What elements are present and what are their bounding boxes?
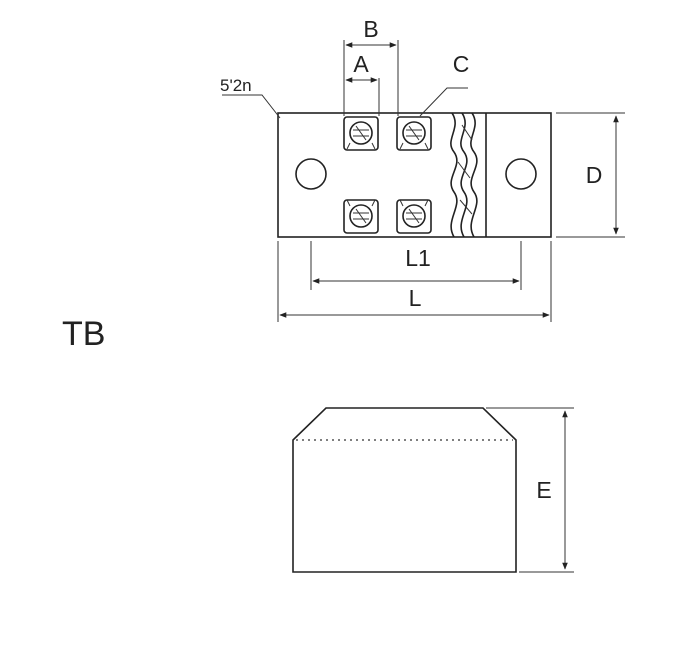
callout-label: 5'2n — [220, 76, 252, 95]
block-outline — [277, 112, 552, 238]
side-view-outline — [292, 407, 517, 573]
break-symbol — [450, 112, 487, 238]
terminal-screw — [343, 116, 379, 151]
mounting-hole-left — [295, 158, 327, 190]
callout-leader — [222, 94, 281, 119]
dimension-c-leader — [419, 87, 468, 117]
dimension-l1-label: L1 — [405, 245, 431, 271]
model-label: TB — [62, 315, 105, 353]
side-view: E — [292, 407, 574, 573]
dimension-a-label: A — [353, 51, 369, 77]
dimension-d-label: D — [586, 162, 603, 188]
terminal-screw — [343, 199, 379, 234]
mounting-hole-right — [505, 158, 537, 190]
terminal-screw — [396, 199, 432, 234]
top-view: A B C 5'2n D L1 L — [220, 16, 625, 322]
dimension-c-label: C — [453, 51, 470, 77]
terminal-screw — [396, 116, 432, 151]
dimension-e-label: E — [536, 477, 551, 503]
dimension-b-label: B — [363, 16, 378, 42]
dimension-l-label: L — [409, 285, 422, 311]
